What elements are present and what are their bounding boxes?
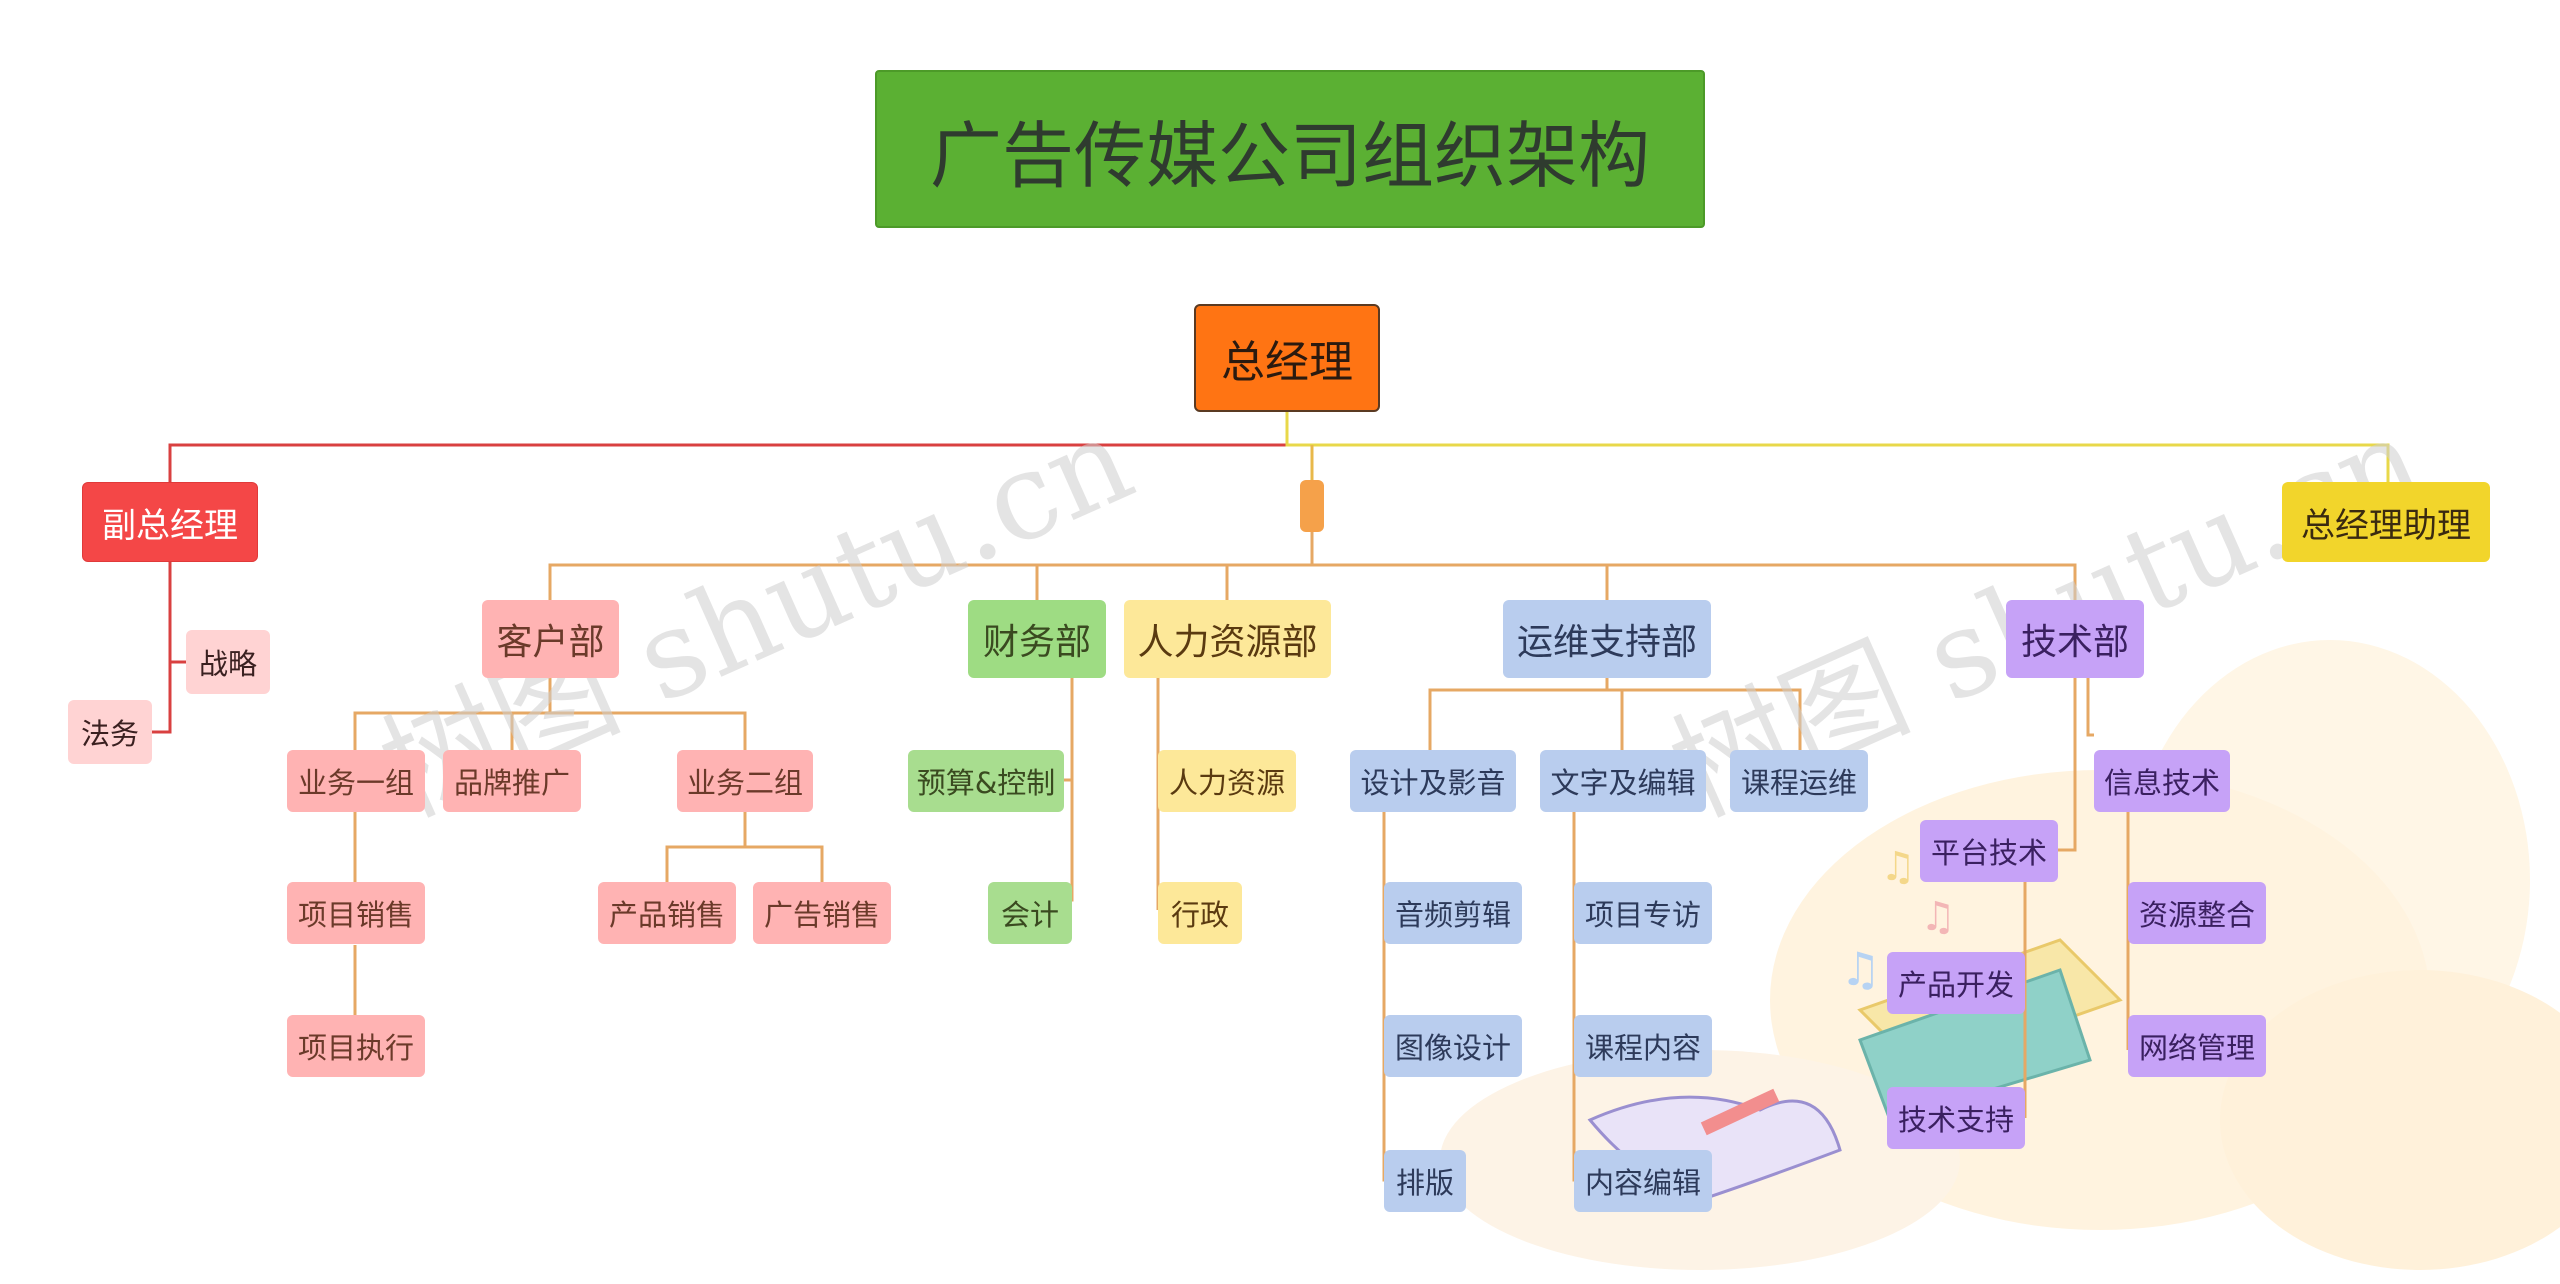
node-tech-support[interactable]: 技术支持 (1887, 1087, 2025, 1149)
node-hr[interactable]: 人力资源 (1158, 750, 1296, 812)
node-platform-tech[interactable]: 平台技术 (1920, 820, 2058, 882)
node-project-sales[interactable]: 项目销售 (287, 882, 425, 944)
node-budget[interactable]: 预算&控制 (908, 750, 1064, 812)
node-audio-edit[interactable]: 音频剪辑 (1384, 882, 1522, 944)
node-team1[interactable]: 业务一组 (287, 750, 425, 812)
node-course-content[interactable]: 课程内容 (1574, 1015, 1712, 1077)
node-ceo[interactable]: 总经理 (1194, 304, 1380, 412)
node-accounting[interactable]: 会计 (988, 882, 1072, 944)
node-gm-assistant[interactable]: 总经理助理 (2282, 482, 2490, 562)
node-project-exec[interactable]: 项目执行 (287, 1015, 425, 1077)
node-customer-dept[interactable]: 客户部 (482, 600, 619, 678)
node-ad-sales[interactable]: 广告销售 (753, 882, 891, 944)
node-content-edit[interactable]: 内容编辑 (1574, 1150, 1712, 1212)
node-admin[interactable]: 行政 (1158, 882, 1242, 944)
node-brand[interactable]: 品牌推广 (443, 750, 581, 812)
node-typesetting[interactable]: 排版 (1384, 1150, 1466, 1212)
node-finance-dept[interactable]: 财务部 (968, 600, 1106, 678)
node-image-design[interactable]: 图像设计 (1384, 1015, 1522, 1077)
node-ops-dept[interactable]: 运维支持部 (1503, 600, 1711, 678)
node-info-tech[interactable]: 信息技术 (2094, 750, 2230, 812)
branch-connector (1300, 480, 1324, 532)
node-interview[interactable]: 项目专访 (1574, 882, 1712, 944)
node-vice-gm[interactable]: 副总经理 (82, 482, 258, 562)
node-text-edit[interactable]: 文字及编辑 (1540, 750, 1706, 812)
node-hr-dept[interactable]: 人力资源部 (1124, 600, 1331, 678)
node-product-dev[interactable]: 产品开发 (1887, 952, 2025, 1014)
node-tech-dept[interactable]: 技术部 (2006, 600, 2144, 678)
node-team2[interactable]: 业务二组 (677, 750, 813, 812)
line-vice-legal (152, 662, 170, 732)
node-legal[interactable]: 法务 (68, 700, 152, 764)
node-strategy[interactable]: 战略 (186, 630, 270, 694)
node-product-sales[interactable]: 产品销售 (598, 882, 736, 944)
node-network-mgmt[interactable]: 网络管理 (2128, 1015, 2266, 1077)
node-design-av[interactable]: 设计及影音 (1350, 750, 1516, 812)
node-course-ops[interactable]: 课程运维 (1730, 750, 1868, 812)
page-title: 广告传媒公司组织架构 (875, 70, 1705, 228)
node-resource-integration[interactable]: 资源整合 (2128, 882, 2266, 944)
